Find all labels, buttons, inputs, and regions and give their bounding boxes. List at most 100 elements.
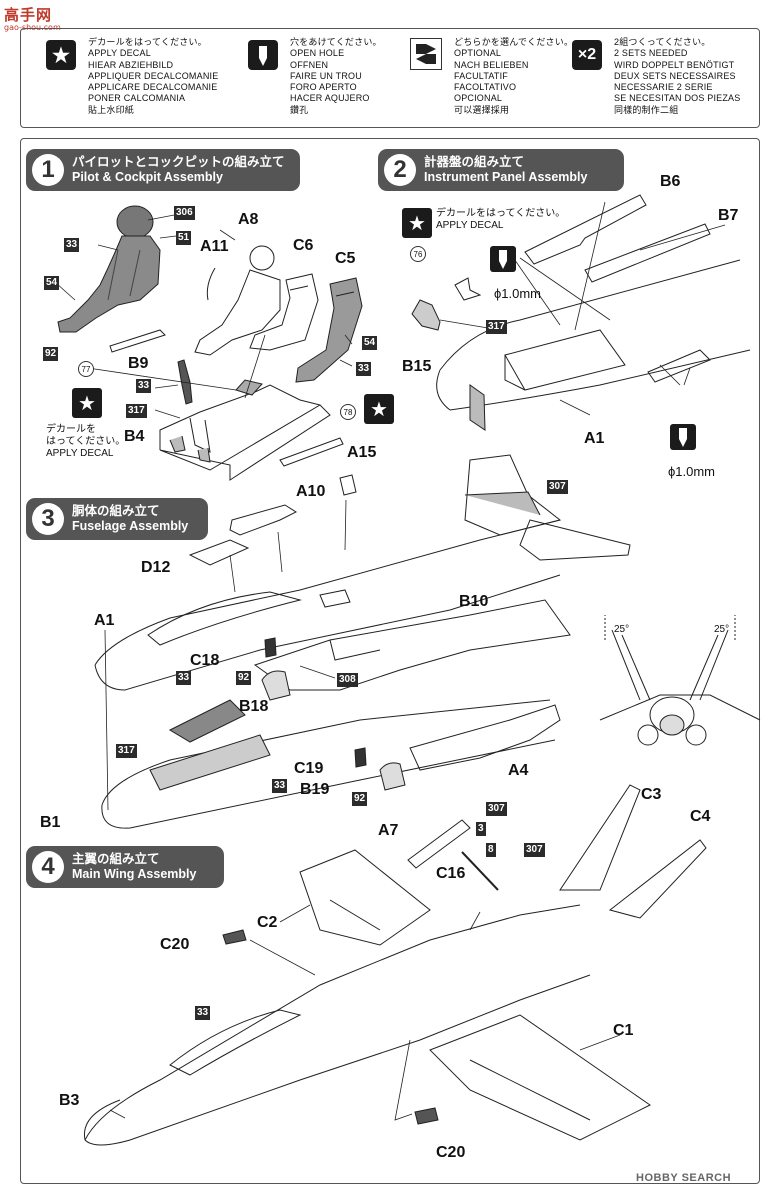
part-c16-drawing <box>461 851 499 891</box>
step-4-title-jp: 主翼の組み立て <box>72 852 160 866</box>
part-label-a15: A15 <box>347 444 377 461</box>
part-label-c20-top: C20 <box>160 936 190 953</box>
part-label-b18: B18 <box>239 698 269 715</box>
fuselage-lower-b1-drawing <box>101 699 556 829</box>
paint-92-b18: 92 <box>236 671 252 685</box>
part-label-a1-step2: A1 <box>584 430 605 447</box>
angle-right: 25° <box>714 624 730 635</box>
star-icon: ★ <box>72 388 102 418</box>
part-b18-drawing <box>261 670 291 701</box>
step-3-number: 3 <box>32 503 64 535</box>
watermark-url: gao-shou.com <box>4 23 61 32</box>
part-label-c18: C18 <box>190 652 220 669</box>
cockpit-tub-drawing <box>159 379 331 481</box>
step-2-number: 2 <box>384 154 416 186</box>
paint-8: 8 <box>486 843 496 857</box>
paint-33-stick: 33 <box>136 379 152 393</box>
part-label-c5: C5 <box>335 250 356 267</box>
part-label-b19: B19 <box>300 781 330 798</box>
wing-c2-drawing <box>299 849 431 946</box>
glare-shield-d12-drawing <box>188 539 250 566</box>
star-icon: ★ <box>402 208 432 238</box>
paint-92: 92 <box>43 347 59 361</box>
front-view-drawing <box>599 615 761 746</box>
paint-3: 3 <box>476 822 486 836</box>
assembly-frame <box>20 138 760 1184</box>
part-label-b4: B4 <box>124 428 145 445</box>
paint-51: 51 <box>176 231 192 245</box>
instrument-decal-strip-77 <box>109 329 166 353</box>
watermark-logo: 高手网 <box>4 6 53 24</box>
part-label-b3: B3 <box>59 1092 80 1109</box>
canopy-a10-drawing <box>229 504 298 536</box>
step-1-title-en: Pilot & Cockpit Assembly <box>72 170 223 184</box>
paint-33-b19: 33 <box>272 779 288 793</box>
part-c18-drawing <box>264 637 277 658</box>
paint-317-panel: 317 <box>486 320 507 334</box>
decal-76-shape <box>454 277 482 301</box>
step-2-title-jp: 計器盤の組み立て <box>424 155 525 169</box>
part-label-b10: B10 <box>459 593 489 610</box>
part-label-b1: B1 <box>40 814 61 831</box>
paint-33-step3: 33 <box>176 671 192 685</box>
part-c20b-drawing <box>414 1107 439 1125</box>
part-a7-drawing <box>407 819 471 869</box>
pilot-a8-drawing <box>194 245 281 356</box>
part-label-c20-bottom: C20 <box>436 1144 466 1161</box>
paint-33-pilot: 33 <box>64 238 80 252</box>
panel-b7-drawing <box>584 223 711 283</box>
drill-icon <box>248 40 278 70</box>
part-label-c6: C6 <box>293 237 314 254</box>
hole-size-2: ϕ1.0mm <box>668 464 716 479</box>
aircraft-step4-drawing <box>83 784 707 1146</box>
decal-note-step1: デカールをはってください。APPLY DECAL <box>46 424 126 459</box>
paint-317-step3: 317 <box>116 744 137 758</box>
part-c19-drawing <box>354 747 367 768</box>
paint-54-pilot: 54 <box>44 276 60 290</box>
intake-b10-drawing <box>253 599 571 691</box>
step-2-title-en: Instrument Panel Assembly <box>424 170 588 184</box>
drill-icon <box>670 424 696 450</box>
bracket-b15-drawing <box>411 299 441 331</box>
part-label-a8: A8 <box>238 211 259 228</box>
part-b19-drawing <box>379 762 406 791</box>
paint-317-tub: 317 <box>126 404 147 418</box>
part-label-c16: C16 <box>436 865 466 882</box>
part-label-a7: A7 <box>378 822 399 839</box>
step-4-title-en: Main Wing Assembly <box>72 867 197 881</box>
instrument-decal-strip-78 <box>279 437 344 467</box>
star-icon: ★ <box>364 394 394 424</box>
step-4-number: 4 <box>32 851 64 883</box>
part-c20a-drawing <box>222 929 247 945</box>
paint-92-b19: 92 <box>352 792 368 806</box>
star-icon: ★ <box>46 40 76 70</box>
part-label-c4: C4 <box>690 808 711 825</box>
step-3-title-jp: 胴体の組み立て <box>72 504 160 518</box>
hole-size-1: ϕ1.0mm <box>494 286 542 301</box>
paint-306: 306 <box>174 206 195 220</box>
paint-307-fuselage: 307 <box>547 480 568 494</box>
intake-a4-drawing <box>409 704 561 771</box>
seat-c5-drawing <box>295 277 363 383</box>
part-label-c1: C1 <box>613 1022 634 1039</box>
wing-c1-drawing <box>429 1014 651 1141</box>
watermark: 高手网 gao-shou.com <box>4 4 61 32</box>
part-label-b9: B9 <box>128 355 149 372</box>
paint-307-a7: 307 <box>486 802 507 816</box>
decal-78: 78 <box>340 404 356 420</box>
paint-33-seat: 33 <box>356 362 372 376</box>
panel-b6-drawing <box>524 194 647 265</box>
step-1-number: 1 <box>32 154 64 186</box>
x2-icon: ×2 <box>572 40 602 70</box>
part-label-d12: D12 <box>141 559 171 576</box>
paint-54-seat: 54 <box>362 336 378 350</box>
part-a15-drawing <box>339 474 357 496</box>
part-label-a1-step3: A1 <box>94 612 115 629</box>
part-label-c2: C2 <box>257 914 278 931</box>
